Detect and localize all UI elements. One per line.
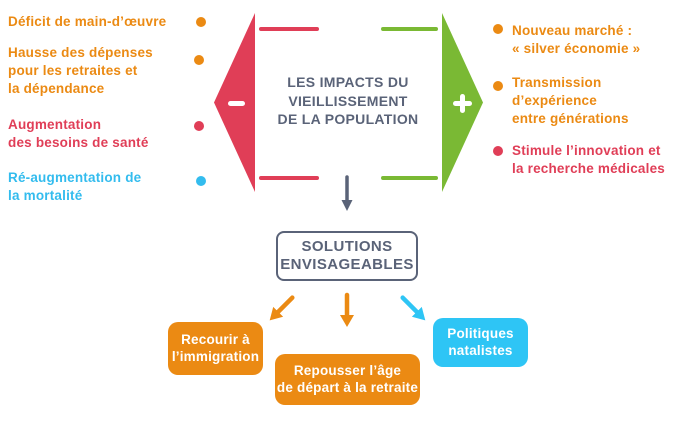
down-left-arrow-icon: [269, 295, 295, 321]
negative-item-workforce: Déficit de main-d’œuvre: [8, 14, 167, 29]
positive-item-silver-economy: Nouveau marché : « silver économie »: [512, 23, 641, 56]
positive-item-experience-transmission: Transmission d’expérience entre générati…: [512, 75, 629, 126]
negative-item-mortality: Ré-augmentation de la mortalité: [8, 170, 142, 203]
negative-item-pension-spending: Hausse des dépenses pour les retraites e…: [8, 45, 153, 96]
bullet-icon: [493, 24, 503, 34]
solution-box-immigration: Recourir à l’immigration: [168, 322, 263, 375]
green-line-top: [381, 27, 438, 31]
bullet-icon: [493, 146, 503, 156]
green-line-bottom: [381, 176, 438, 180]
solution-box-retirement-age: Repousser l’âge de départ à la retraite: [275, 354, 420, 405]
negative-item-health-needs: Augmentation des besoins de santé: [8, 117, 149, 150]
plus-icon: [453, 94, 472, 113]
bullet-icon: [196, 17, 206, 27]
solution-box-natalist-policies: Politiques natalistes: [433, 318, 528, 367]
red-line-bottom: [259, 176, 319, 180]
down-arrow-icon: [340, 292, 354, 327]
bullet-icon: [194, 55, 204, 65]
red-line-top: [259, 27, 319, 31]
minus-icon: [228, 101, 245, 106]
down-arrow-icon: [341, 175, 353, 211]
down-right-arrow-icon: [400, 295, 426, 321]
solutions-box: SOLUTIONS ENVISAGEABLES: [276, 231, 418, 281]
bullet-icon: [196, 176, 206, 186]
positive-item-innovation-research: Stimule l’innovation et la recherche méd…: [512, 143, 665, 176]
bullet-icon: [194, 121, 204, 131]
diagram-title: LES IMPACTS DU VIEILLISSEMENT DE LA POPU…: [277, 74, 419, 127]
bullet-icon: [493, 81, 503, 91]
